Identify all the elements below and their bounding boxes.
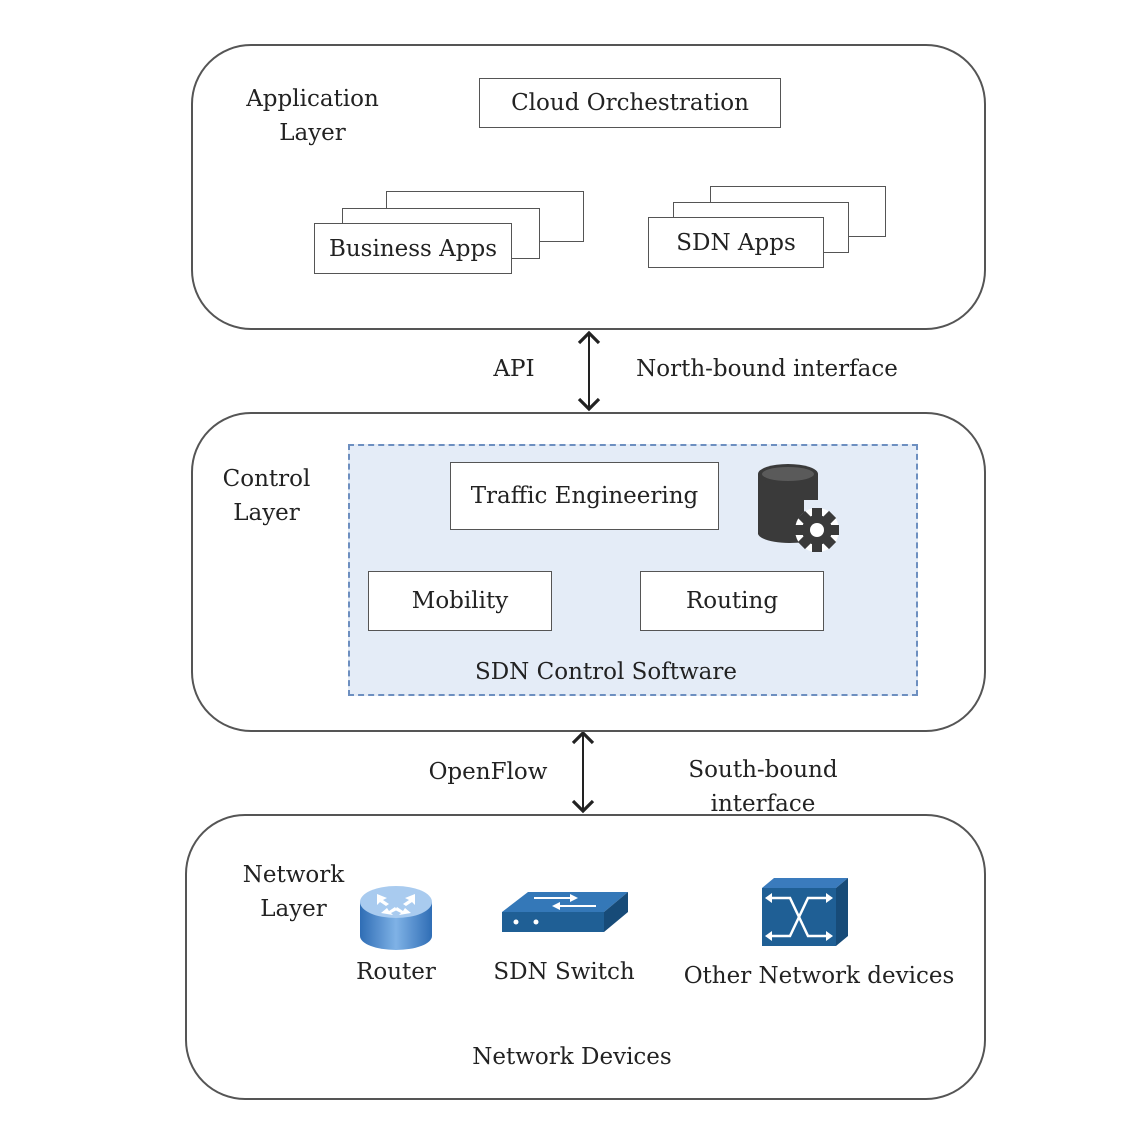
sdn-apps-box: SDN Apps bbox=[648, 217, 824, 268]
network-label-line2: Layer bbox=[260, 896, 327, 922]
sdn-switch-icon bbox=[502, 892, 628, 932]
application-label-line1: Application bbox=[246, 86, 379, 112]
network-label-line1: Network bbox=[242, 862, 345, 888]
mobility-box: Mobility bbox=[368, 571, 552, 631]
sdn-control-software-label: SDN Control Software bbox=[474, 659, 737, 685]
network-devices-label: Network Devices bbox=[472, 1044, 672, 1070]
north-bound-interface-label: North-bound interface bbox=[636, 356, 898, 382]
router-label: Router bbox=[356, 959, 436, 985]
application-layer-label: Application Layer bbox=[240, 82, 385, 150]
other-network-devices-label: Other Network devices bbox=[683, 963, 955, 989]
cloud-orchestration-box: Cloud Orchestration bbox=[479, 78, 781, 128]
control-label-line1: Control bbox=[222, 466, 311, 492]
database-gear-icon bbox=[758, 464, 839, 552]
network-layer bbox=[185, 814, 986, 1100]
routing-box: Routing bbox=[640, 571, 824, 631]
control-layer-label: Control Layer bbox=[214, 462, 319, 530]
sdn-switch-label: SDN Switch bbox=[493, 959, 635, 985]
application-label-line2: Layer bbox=[279, 120, 346, 146]
south-bound-interface-label: South-bound interface bbox=[688, 757, 838, 817]
router-icon bbox=[360, 886, 432, 950]
openflow-label: OpenFlow bbox=[428, 759, 548, 785]
network-layer-label: Network Layer bbox=[236, 858, 351, 926]
network-device-icon bbox=[762, 878, 848, 946]
traffic-engineering-box: Traffic Engineering bbox=[450, 462, 719, 530]
control-label-line2: Layer bbox=[233, 500, 300, 526]
business-apps-box: Business Apps bbox=[314, 223, 512, 274]
api-label: API bbox=[493, 356, 535, 382]
